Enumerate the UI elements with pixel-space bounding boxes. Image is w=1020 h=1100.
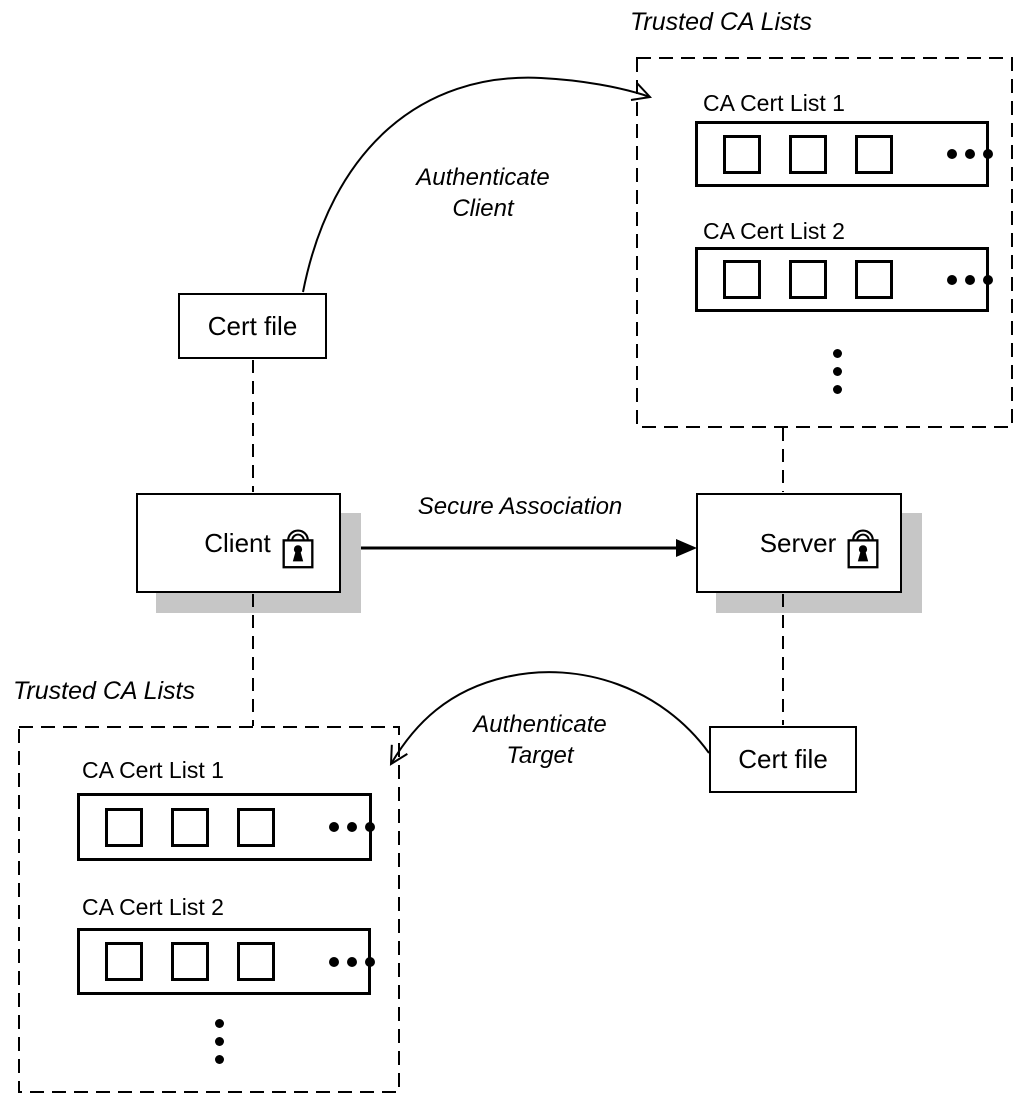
cert-square bbox=[171, 807, 209, 847]
dot bbox=[833, 385, 842, 394]
cert-square bbox=[237, 807, 275, 847]
dot bbox=[833, 367, 842, 376]
padlock-icon bbox=[282, 528, 314, 568]
cert-square bbox=[105, 807, 143, 847]
trusted-ca-title-top: Trusted CA Lists bbox=[630, 8, 812, 36]
ellipsis-horizontal-icon bbox=[947, 274, 993, 285]
dot bbox=[347, 956, 357, 967]
cert-file-server-box: Cert file bbox=[709, 726, 857, 793]
dot bbox=[329, 822, 339, 832]
ca-cert-list-1-bottom-box bbox=[77, 793, 375, 861]
ca-cert-list-2-top-box bbox=[695, 247, 993, 312]
authenticate-client-label: Authenticate Client bbox=[383, 162, 583, 224]
ca-cert-list-1-top-box bbox=[695, 121, 993, 187]
authenticate-target-label-line2: Target bbox=[506, 742, 574, 769]
ca-cert-list-2-bottom-box bbox=[77, 928, 375, 995]
dot bbox=[833, 349, 842, 358]
dot bbox=[215, 1055, 224, 1064]
cert-file-server-label: Cert file bbox=[738, 744, 828, 774]
ca-cert-list-1-bottom-label: CA Cert List 1 bbox=[82, 757, 224, 783]
cert-square bbox=[723, 260, 761, 299]
cert-square bbox=[237, 942, 275, 981]
ca-cert-list-2-top-label: CA Cert List 2 bbox=[703, 218, 845, 244]
dot bbox=[329, 956, 339, 967]
dot bbox=[365, 822, 375, 832]
dot bbox=[347, 822, 357, 832]
ellipsis-horizontal-icon bbox=[329, 822, 375, 832]
dot bbox=[365, 956, 375, 967]
ca-cert-list-1-top-label: CA Cert List 1 bbox=[703, 90, 845, 116]
ellipsis-vertical-icon bbox=[215, 1019, 224, 1064]
cert-file-client-label: Cert file bbox=[207, 310, 298, 341]
cert-square bbox=[105, 942, 143, 981]
authenticate-client-label-line2: Client bbox=[452, 195, 514, 222]
secure-association-arrowhead bbox=[676, 539, 697, 557]
cert-square bbox=[723, 134, 761, 174]
ellipsis-horizontal-icon bbox=[329, 956, 375, 967]
client-box: Client bbox=[136, 493, 341, 593]
ca-cert-list-2-bottom-label: CA Cert List 2 bbox=[82, 894, 224, 920]
client-label: Client bbox=[204, 527, 271, 558]
cert-file-client-box: Cert file bbox=[178, 293, 327, 359]
authenticate-client-label-line1: Authenticate bbox=[416, 164, 550, 191]
cert-square bbox=[855, 134, 893, 174]
secure-association-label: Secure Association bbox=[417, 493, 623, 520]
dot bbox=[947, 149, 957, 159]
cert-square bbox=[789, 134, 827, 174]
dot bbox=[215, 1037, 224, 1046]
padlock-icon bbox=[847, 528, 879, 568]
server-label: Server bbox=[759, 527, 837, 558]
cert-square bbox=[855, 260, 893, 299]
server-box: Server bbox=[696, 493, 902, 593]
trusted-ca-title-bottom: Trusted CA Lists bbox=[13, 677, 195, 705]
cert-square bbox=[789, 260, 827, 299]
dot bbox=[983, 274, 993, 285]
dot bbox=[965, 274, 975, 285]
ellipsis-horizontal-icon bbox=[947, 149, 993, 159]
dot bbox=[215, 1019, 224, 1028]
dot bbox=[965, 149, 975, 159]
dot bbox=[983, 149, 993, 159]
authenticate-target-label-line1: Authenticate bbox=[473, 711, 607, 738]
authenticate-target-label: Authenticate Target bbox=[440, 709, 640, 771]
ellipsis-vertical-icon bbox=[833, 349, 842, 394]
dot bbox=[947, 274, 957, 285]
cert-square bbox=[171, 942, 209, 981]
